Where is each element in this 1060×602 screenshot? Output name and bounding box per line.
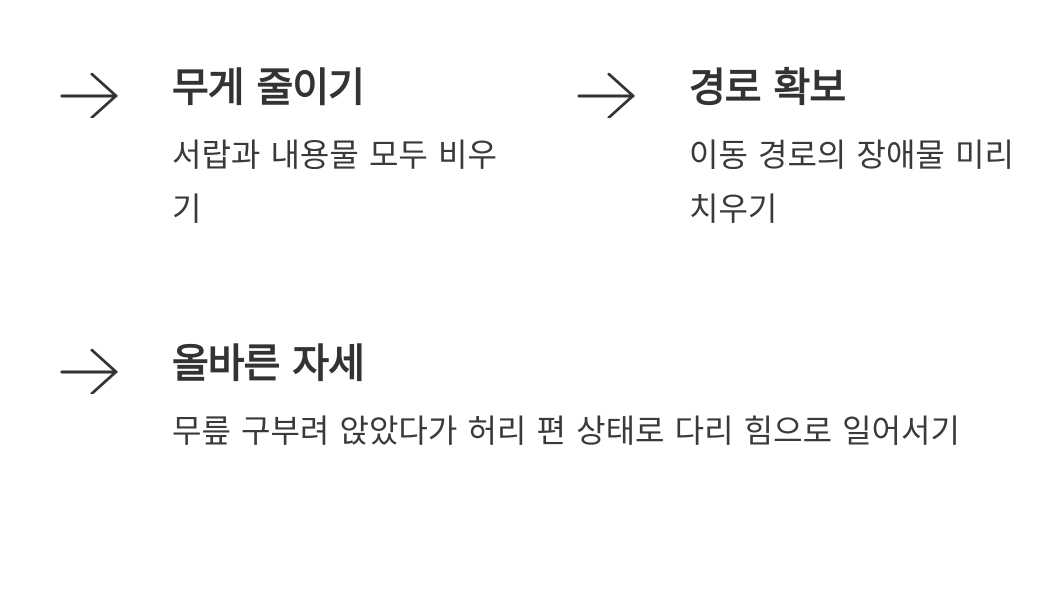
tip-description: 서랍과 내용물 모두 비우기 <box>172 136 497 228</box>
tip-title: 경로 확보 <box>689 65 846 111</box>
tip-title: 올바른 자세 <box>172 341 365 387</box>
arrow-right-icon <box>60 334 120 394</box>
arrow-right-icon <box>60 58 120 118</box>
arrow-right-icon <box>577 58 637 118</box>
tip-description: 무릎 구부려 앉았다가 허리 편 상태로 다리 힘으로 일어서기 <box>172 412 960 450</box>
tip-description: 이동 경로의 장애물 미리 치우기 <box>689 136 1014 228</box>
tip-title: 무게 줄이기 <box>172 65 365 111</box>
